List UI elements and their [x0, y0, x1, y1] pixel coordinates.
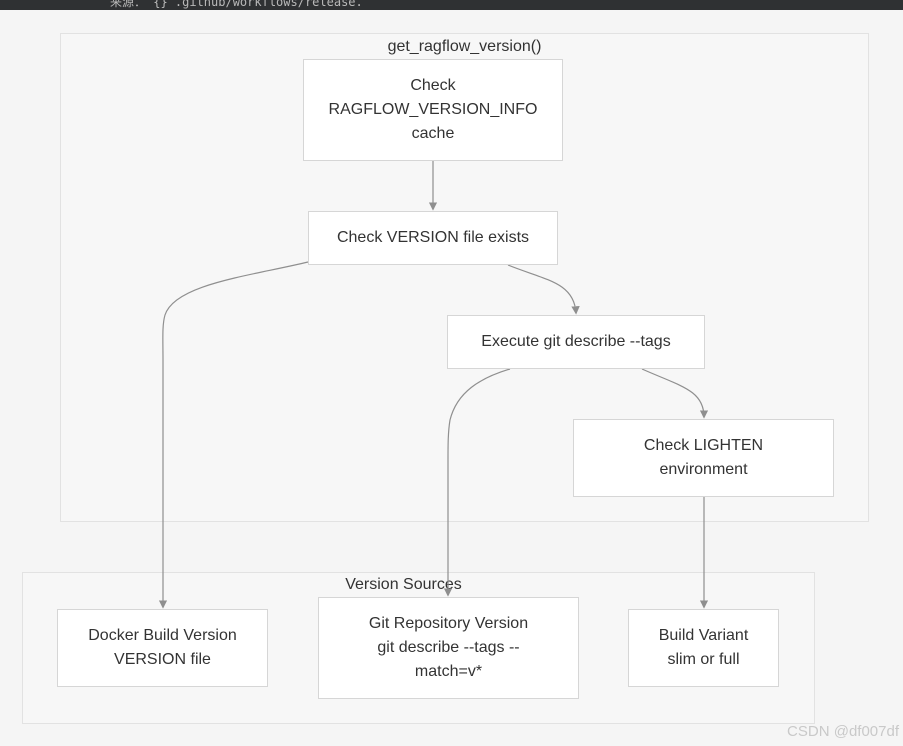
node-label-line: Build Variant: [658, 627, 749, 644]
node-label-line: cache: [411, 125, 455, 142]
node-check-lighten: Check LIGHTEN environment: [573, 419, 834, 497]
node-git-describe: Execute git describe --tags: [447, 315, 705, 369]
node-label-line: slim or full: [667, 651, 740, 668]
node-label-line: environment: [659, 461, 748, 478]
node-git-repository-version: Git Repository Version git describe --tag…: [318, 597, 579, 699]
node-build-variant: Build Variant slim or full: [628, 609, 779, 687]
cluster-title: Version Sources: [345, 576, 462, 593]
node-check-version-file: Check VERSION file exists: [308, 211, 558, 265]
node-label-line: Git Repository Version: [368, 615, 529, 632]
node-label-line: git describe --tags --: [377, 639, 520, 656]
edge-git-describe-to-check-lighten: [641, 368, 709, 419]
node-label-line: Check LIGHTEN: [643, 437, 764, 454]
node-label-line: Execute git describe --tags: [481, 333, 671, 350]
edge-git-describe-to-git-repo: [443, 368, 511, 597]
node-label-line: Docker Build Version: [88, 627, 237, 644]
csdn-watermark: CSDN @df007df: [787, 723, 899, 740]
edge-check-version-file-to-docker-build: [158, 261, 309, 609]
node-label-line: VERSION file: [114, 651, 211, 668]
node-label-line: match=v*: [414, 663, 483, 680]
node-label-line: Check: [410, 77, 456, 94]
node-label-line: Check VERSION file exists: [336, 229, 530, 246]
edge-check-version-file-to-git-describe: [507, 264, 580, 315]
top-strip-text: 来源： {} .github/workflows/release.: [110, 0, 363, 9]
top-code-strip: 来源： {} .github/workflows/release.: [0, 0, 903, 10]
node-label-line: RAGFLOW_VERSION_INFO: [328, 101, 538, 118]
cluster-title: get_ragflow_version(): [387, 38, 542, 55]
